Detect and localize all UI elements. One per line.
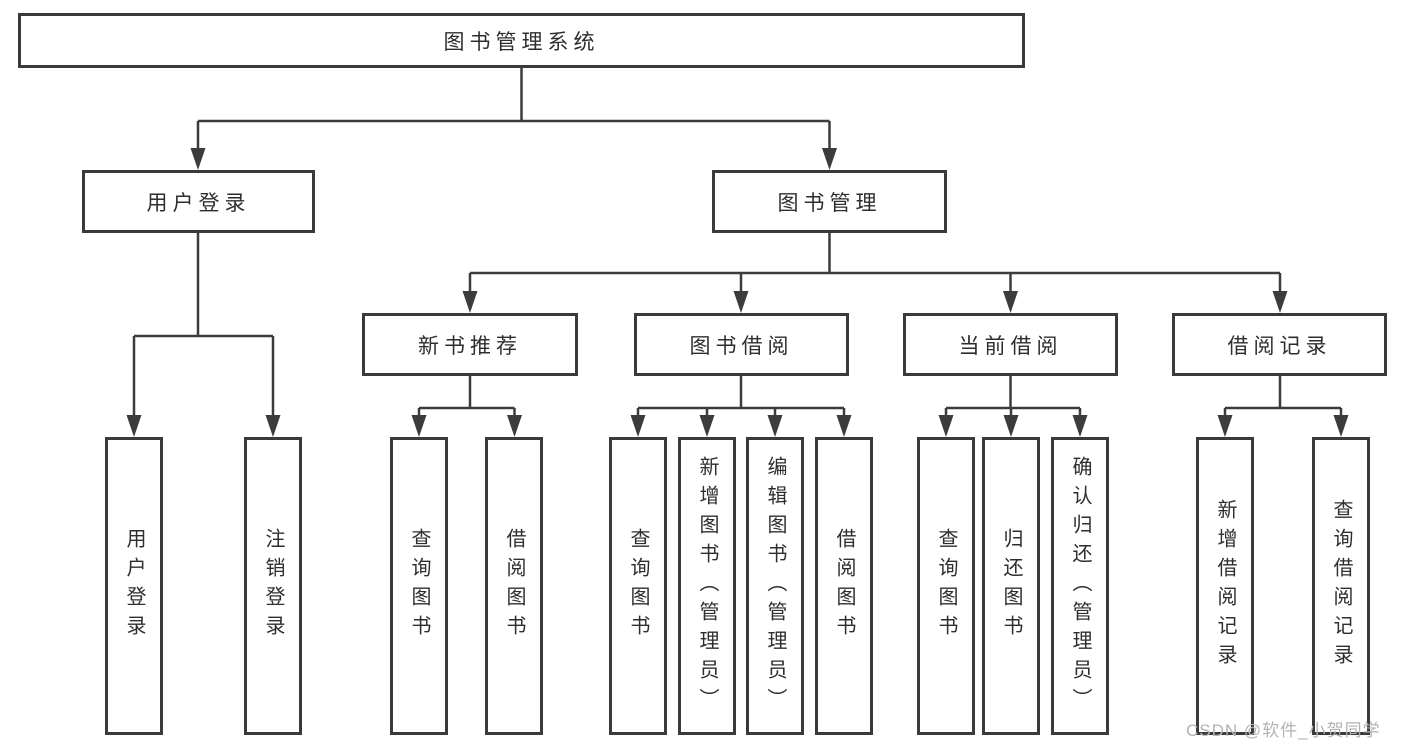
node-borrowing-records: 借阅记录 <box>1172 313 1387 376</box>
node-label: 图书管理 <box>777 190 882 215</box>
leaf-bb-edit-books-admin: 编辑图书（管理员） <box>746 437 804 735</box>
leaf-label: 新增图书（管理员） <box>696 455 718 717</box>
arrowheads <box>126 148 1349 437</box>
leaf-cb-query-books: 查询图书 <box>917 437 975 735</box>
leaf-bb-query-books: 查询图书 <box>609 437 667 735</box>
leaf-label: 借阅图书 <box>833 528 855 644</box>
csdn-watermark: CSDN @软件_小贺同学 <box>1186 721 1381 740</box>
leaf-br-query-record: 查询借阅记录 <box>1312 437 1370 735</box>
node-label: 图书管理系统 <box>443 29 600 54</box>
leaf-label: 查询图书 <box>408 528 430 644</box>
leaf-rec-borrow-books: 借阅图书 <box>485 437 543 735</box>
leaf-label: 归还图书 <box>1000 528 1022 644</box>
node-current-borrowing: 当前借阅 <box>903 313 1118 376</box>
leaf-label: 查询图书 <box>627 528 649 644</box>
leaf-label: 新增借阅记录 <box>1214 499 1236 673</box>
node-user-login: 用户登录 <box>82 170 315 233</box>
leaf-label: 编辑图书（管理员） <box>764 455 786 717</box>
leaf-br-add-record: 新增借阅记录 <box>1196 437 1254 735</box>
node-book-management: 图书管理 <box>712 170 947 233</box>
node-label: 用户登录 <box>146 190 251 215</box>
leaf-label: 确认归还（管理员） <box>1069 455 1091 717</box>
leaf-cb-confirm-return-admin: 确认归还（管理员） <box>1051 437 1109 735</box>
leaf-label: 查询借阅记录 <box>1330 499 1352 673</box>
node-label: 当前借阅 <box>958 333 1063 358</box>
node-label: 图书借阅 <box>689 333 794 358</box>
leaf-label: 借阅图书 <box>503 528 525 644</box>
leaf-rec-query-books: 查询图书 <box>390 437 448 735</box>
leaf-user-login: 用户登录 <box>105 437 163 735</box>
leaf-label: 用户登录 <box>123 528 145 644</box>
tree-connectors <box>132 68 1343 418</box>
node-new-book-recommend: 新书推荐 <box>362 313 578 376</box>
node-book-borrowing: 图书借阅 <box>634 313 849 376</box>
leaf-label: 注销登录 <box>262 528 284 644</box>
node-library-management-system: 图书管理系统 <box>18 13 1025 68</box>
leaf-label: 查询图书 <box>935 528 957 644</box>
leaf-logout: 注销登录 <box>244 437 302 735</box>
node-label: 新书推荐 <box>418 333 522 358</box>
node-label: 借阅记录 <box>1227 333 1332 358</box>
leaf-bb-borrow-books: 借阅图书 <box>815 437 873 735</box>
leaf-cb-return-books: 归还图书 <box>982 437 1040 735</box>
leaf-bb-add-books-admin: 新增图书（管理员） <box>678 437 736 735</box>
